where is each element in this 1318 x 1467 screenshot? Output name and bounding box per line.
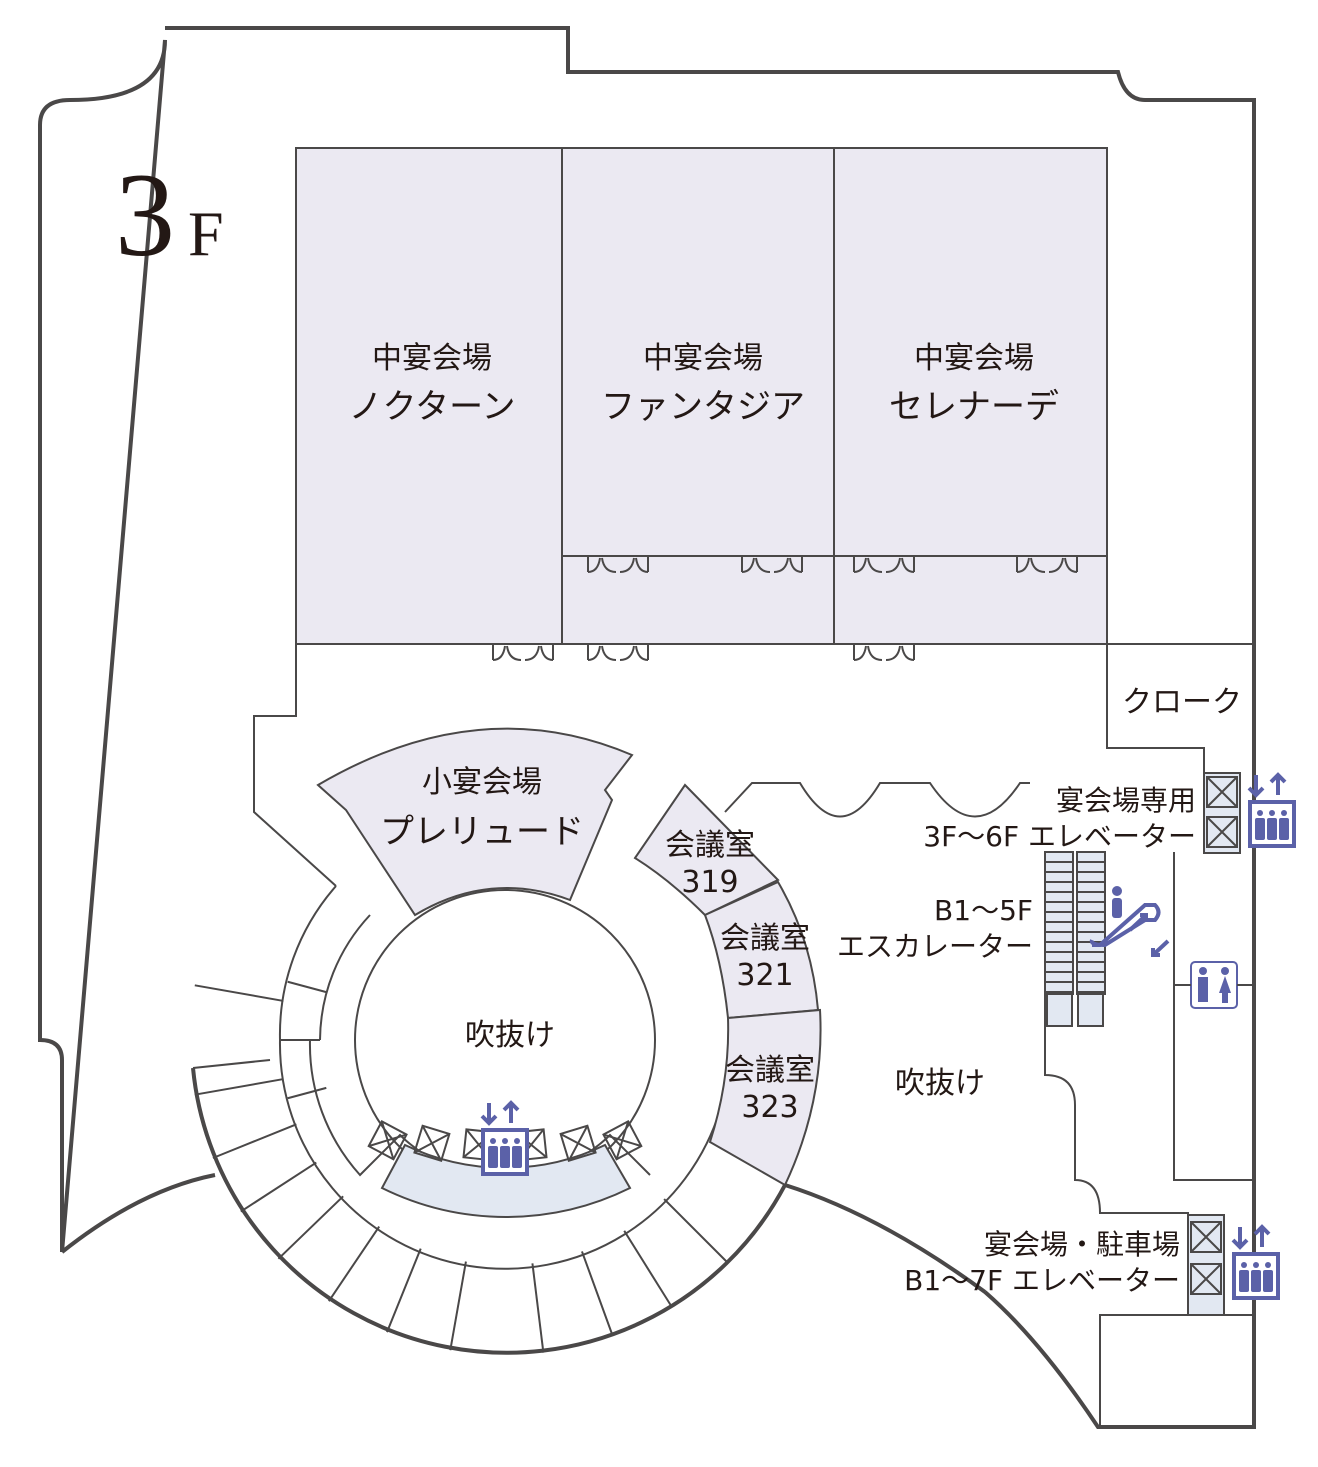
restroom-icon <box>1174 961 1254 1009</box>
atrium-center-label: 吹抜け <box>465 1018 555 1053</box>
door <box>1016 556 1078 573</box>
meeting-321-number: 321 <box>736 958 793 993</box>
room-nocturne[interactable] <box>295 147 563 645</box>
meeting-319-number: 319 <box>681 865 738 900</box>
circular-outer-wall <box>191 1067 787 1355</box>
meeting-323-number: 323 <box>741 1090 798 1125</box>
partition <box>581 1251 614 1337</box>
prelude-type: 小宴会場 <box>422 765 542 800</box>
elevator-car[interactable] <box>413 1124 451 1162</box>
room-meeting-323[interactable] <box>708 1008 822 1187</box>
partition <box>240 1161 317 1213</box>
partition <box>212 1123 297 1159</box>
partition <box>386 1248 422 1333</box>
partition <box>328 1225 381 1302</box>
escalator-line2: エスカレーター <box>837 930 1033 963</box>
meeting-321-type: 会議室 <box>720 921 810 956</box>
atrium-right-label: 吹抜け <box>895 1066 985 1101</box>
nocturne-type: 中宴会場 <box>372 341 492 376</box>
parking-elevator-icon <box>1231 1224 1280 1300</box>
partition <box>449 1261 467 1351</box>
partition <box>277 1195 344 1260</box>
parking-elevator-line2: B1～7F エレベーター <box>904 1264 1180 1297</box>
partition <box>194 984 284 1002</box>
parking-elevator-line1: 宴会場・駐車場 <box>984 1228 1180 1261</box>
door <box>587 556 649 573</box>
banquet-elevator-line2: 3F～6F エレベーター <box>923 820 1196 853</box>
prelude-name: プレリュード <box>380 812 584 852</box>
escalator-icon <box>1089 886 1170 957</box>
door <box>853 644 915 661</box>
central-elevator-icon <box>480 1100 529 1176</box>
banquet-elevator-cars[interactable] <box>1206 776 1238 848</box>
fantasia-type: 中宴会場 <box>643 341 763 376</box>
partition <box>194 1078 284 1096</box>
fantasia-name: ファンタジア <box>601 387 805 427</box>
serenade-name: セレナーデ <box>889 387 1059 427</box>
outer-wall <box>38 26 1256 1429</box>
escalator-line1: B1～5F <box>934 894 1033 927</box>
floor-unit: F <box>188 198 224 269</box>
meeting-323-type: 会議室 <box>725 1053 815 1088</box>
partition <box>287 1086 327 1100</box>
elevator-car[interactable] <box>559 1124 597 1162</box>
nocturne-name: ノクターン <box>349 387 516 427</box>
cloak-label: クローク <box>1122 685 1242 720</box>
door <box>492 644 554 661</box>
door <box>587 644 649 661</box>
serenade-type: 中宴会場 <box>914 341 1034 376</box>
central-elevator-bank <box>380 1143 632 1218</box>
elevator-car[interactable] <box>602 1120 643 1161</box>
elevator-car[interactable] <box>367 1120 408 1161</box>
floor-number: 3 <box>115 148 175 281</box>
partition <box>531 1263 545 1353</box>
parking-elevator-cars[interactable] <box>1190 1221 1222 1295</box>
ring-partitions <box>194 980 729 1353</box>
partition <box>287 980 327 994</box>
door <box>853 556 915 573</box>
door <box>741 556 803 573</box>
banquet-elevator-icon <box>1247 772 1296 848</box>
banquet-elevator-line1: 宴会場専用 <box>1056 784 1196 817</box>
meeting-319-type: 会議室 <box>665 828 755 863</box>
room-fantasia[interactable] <box>561 147 835 645</box>
partition <box>623 1230 673 1308</box>
doors <box>492 556 1078 661</box>
room-prelude[interactable] <box>316 727 634 917</box>
partition <box>663 1198 729 1264</box>
central-elevator-cars <box>367 1120 643 1162</box>
